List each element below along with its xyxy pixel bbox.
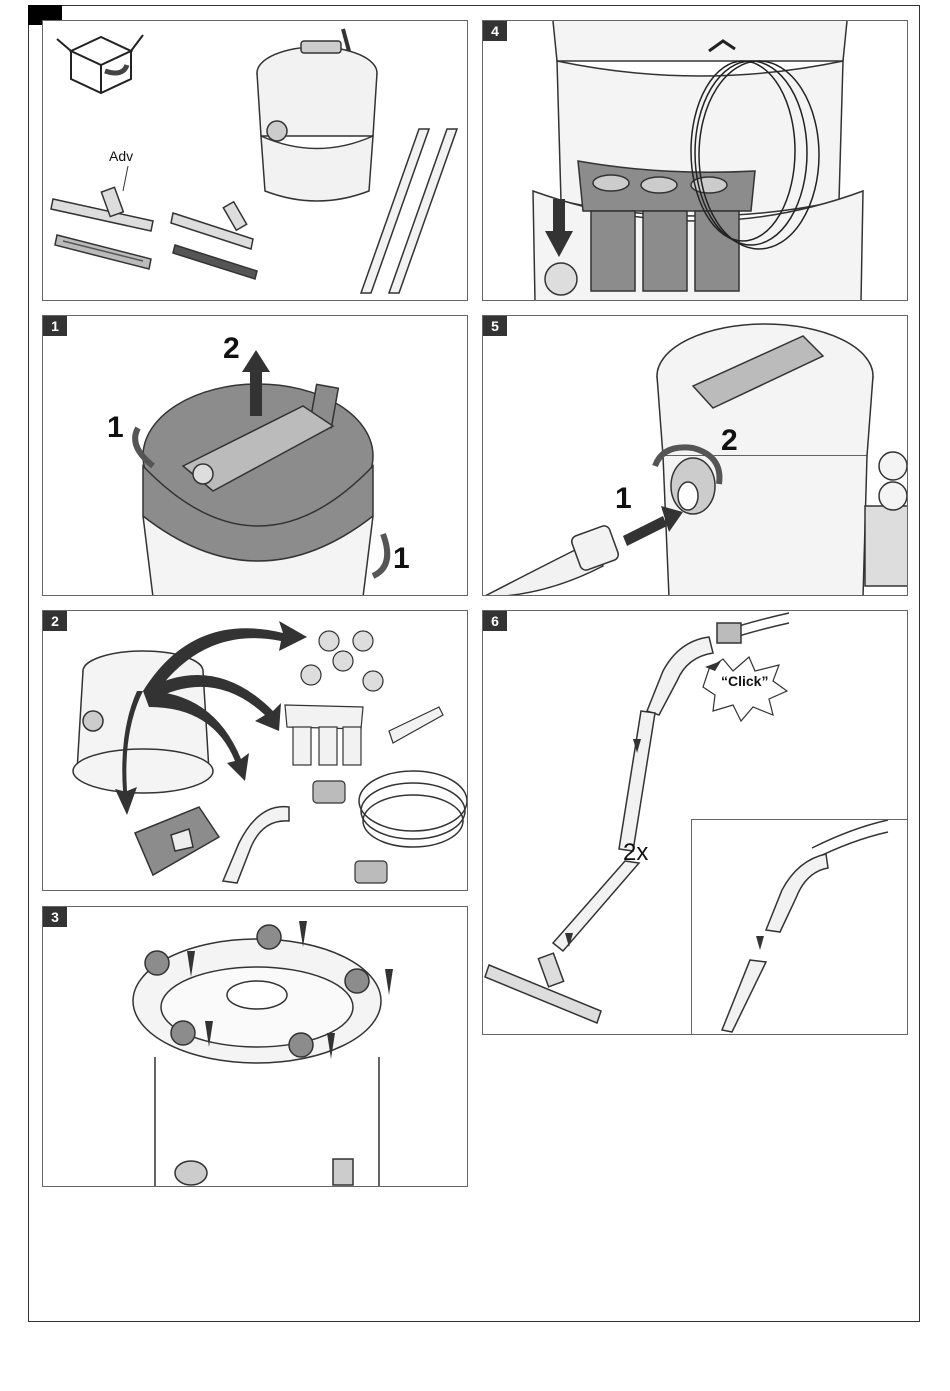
step-label-1a: 1 xyxy=(107,411,124,445)
panel-step-3: 3 xyxy=(42,906,468,1187)
crevice-tool xyxy=(389,707,443,743)
panel-step-1: 1 1 2 1 xyxy=(42,315,468,596)
panel-step-2: 2 xyxy=(42,610,468,891)
contents-illustration xyxy=(43,21,468,301)
step-label-1: 1 xyxy=(615,482,632,516)
step-badge: 4 xyxy=(483,21,507,41)
click-label: “Click” xyxy=(721,673,768,689)
adv-label: Adv xyxy=(109,148,133,164)
extension-tubes xyxy=(361,129,457,293)
adv-leader-line xyxy=(123,166,128,191)
adv-floor-nozzle xyxy=(51,187,153,269)
hose-end xyxy=(483,524,620,596)
unpack-box-icon xyxy=(57,35,143,93)
step-label-1b: 1 xyxy=(393,542,410,576)
extension-tube xyxy=(553,711,655,951)
hand-grip xyxy=(647,623,741,715)
step-badge: 6 xyxy=(483,611,507,631)
count-label: 2x xyxy=(623,839,648,867)
wheels xyxy=(301,631,383,691)
step-badge: 2 xyxy=(43,611,67,631)
step-4-illustration xyxy=(483,21,908,301)
crevice-inset-illustration xyxy=(692,820,908,1035)
panel-contents: Adv xyxy=(42,20,468,301)
vacuum-tank-upside-down xyxy=(133,939,381,1187)
step-2-illustration xyxy=(43,611,468,891)
step-badge: 3 xyxy=(43,907,67,927)
accessory-holder xyxy=(285,705,363,765)
side-holder xyxy=(865,452,908,586)
step-label-2: 2 xyxy=(223,332,240,366)
step-3-illustration xyxy=(43,907,468,1187)
floor-nozzle xyxy=(485,953,601,1023)
vacuum-body xyxy=(257,29,377,201)
step-badge: 5 xyxy=(483,316,507,336)
panel-step-4: 4 xyxy=(482,20,908,301)
hand-grip xyxy=(223,807,289,883)
hose-ends xyxy=(313,781,387,883)
step-badge: 1 xyxy=(43,316,67,336)
vacuum-tank xyxy=(73,651,213,793)
panel-step-5: 5 2 1 xyxy=(482,315,908,596)
hose-port xyxy=(671,458,715,514)
crevice-inset xyxy=(691,819,908,1035)
hose-coil xyxy=(359,771,467,847)
step-5-illustration xyxy=(483,316,908,596)
panel-step-6: 6 “Click” 2x xyxy=(482,610,908,1035)
filter-basket xyxy=(135,807,219,875)
floor-nozzle xyxy=(171,202,257,279)
accessory-holder xyxy=(578,161,755,291)
step-label-2: 2 xyxy=(721,424,738,458)
